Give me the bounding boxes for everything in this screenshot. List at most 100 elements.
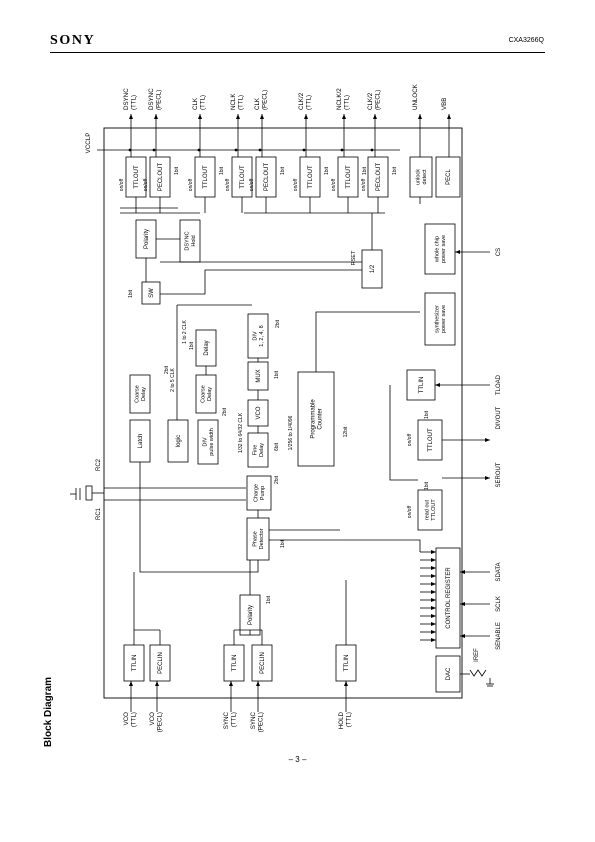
part-number: CXA3266Q	[508, 37, 544, 44]
rset-label: RSET	[351, 250, 357, 265]
arrow-right-icon	[485, 438, 490, 442]
peclin-vco-label: PECLIN	[158, 652, 164, 674]
arrow-right-icon	[431, 566, 436, 570]
div-1-2-4-8-label: DIV1, 2, 4, 8	[253, 325, 266, 346]
div-pulse-bit: 2bit	[222, 407, 228, 416]
dsync-hold-label: DSYNCHold	[185, 231, 198, 250]
logic-block-box	[167, 419, 189, 463]
wire	[389, 385, 418, 481]
top-pin-label-0: DSYNC(TTL)	[123, 88, 137, 110]
bit1-label-2: 1bit	[219, 166, 225, 175]
senable-label: SENABLE	[496, 622, 502, 650]
pecl-block-label: PECL	[446, 169, 452, 185]
arrow-right-icon	[431, 582, 436, 586]
top-pin-label-5: CLK/2(TTL)	[298, 92, 312, 110]
arrow-up-icon	[256, 681, 260, 686]
arrow-right-icon	[431, 630, 436, 634]
resistor-icon	[85, 485, 93, 501]
pecl-block-box	[435, 156, 461, 198]
top-pin-label-6: NCLK/2(TTL)	[336, 88, 350, 110]
arrow-up-icon	[344, 681, 348, 686]
control-register-box	[435, 547, 461, 649]
mux-block-label: MUX	[256, 369, 262, 382]
unlock-detect-label: unlockdetect	[416, 169, 429, 185]
arrow-up-icon	[373, 114, 377, 119]
arrow-right-icon	[431, 590, 436, 594]
arrow-up-icon	[236, 114, 240, 119]
arrow-up-icon	[229, 681, 233, 686]
arrow-right-icon	[431, 622, 436, 626]
arrow-up-icon	[304, 114, 308, 119]
arrow-up-icon	[418, 114, 422, 119]
bottom-pin-label-4: HOLD(TTL)	[338, 711, 352, 729]
arrow-up-icon	[155, 681, 159, 686]
wire	[315, 311, 420, 372]
arrow-left-icon	[455, 250, 460, 254]
charge-pump-label: ChargePump	[254, 484, 267, 502]
arrow-up-icon	[129, 114, 133, 119]
fine-delay-label: FineDelay	[253, 443, 266, 457]
sdata-label: SDATA	[496, 562, 502, 581]
serout-label: SEROUT	[496, 462, 502, 487]
out-buffer-4-label: PECLOUT	[264, 162, 270, 191]
divout-ttlout-label: TTLOUT	[428, 428, 434, 452]
ttlin-vco-label: TTLIN	[132, 655, 138, 672]
wire	[340, 539, 421, 552]
arrow-right-icon	[485, 476, 490, 480]
arrow-up-icon	[198, 114, 202, 119]
out-buffer-3-label: TTLOUT	[240, 165, 246, 189]
ttlin-hold-label: TTLIN	[344, 655, 350, 672]
delay-bit: 1bit	[189, 341, 195, 350]
iref-label: IREF	[474, 648, 480, 662]
synthesizer-power-save-label: synthesizerpower save	[435, 305, 448, 333]
arrow-left-icon	[460, 570, 465, 574]
bottom-pin-label-2: SYNC(TTL)	[223, 711, 237, 729]
top-pin-label-4: CLK(PECL)	[254, 90, 268, 110]
out-buffer-7-label: PECLOUT	[376, 162, 382, 191]
top-pin-label-7: CLK/2(PECL)	[367, 90, 381, 110]
rc1-label: RC1	[96, 507, 102, 520]
dac-block-box	[435, 655, 461, 693]
programmable-counter-label: ProgrammableCounter	[311, 399, 324, 439]
control-register-label: CONTROL REGISTER	[446, 567, 452, 629]
div-pulse-width-label: DIVpulse width	[203, 428, 216, 456]
top-pin-label-2: CLK(TTL)	[192, 95, 206, 110]
arrow-right-icon	[431, 606, 436, 610]
sclk-label: SCLK	[496, 596, 502, 612]
cs-label: CS	[496, 248, 502, 256]
arrow-right-icon	[431, 558, 436, 562]
ttlin-right-label: TTLIN	[419, 377, 425, 394]
page-number: – 3 –	[288, 755, 307, 764]
onoff-label-2: on/off	[188, 178, 194, 191]
latch-block-label: Latch	[138, 434, 144, 449]
coarse-delay-1-box	[129, 374, 151, 414]
out-buffer-5-label: TTLOUT	[308, 165, 314, 189]
bit1-label-4: 1bit	[280, 166, 286, 175]
top-pin-label-8: UNLOCK	[412, 83, 419, 110]
ttlin-sync-label: TTLIN	[232, 655, 238, 672]
bit1-label-1: 1bit	[174, 166, 180, 175]
mux-bit: 1bit	[274, 370, 280, 379]
onoff-label-0: on/off	[119, 178, 125, 191]
arrow-up-icon	[342, 114, 346, 119]
tload-label: TLOAD	[496, 374, 502, 395]
bottom-pin-label-0: VCO(TTL)	[123, 712, 137, 727]
onoff-label-1: on/off	[143, 178, 149, 191]
arrow-up-icon	[447, 114, 451, 119]
whole-chip-power-save-box	[424, 223, 456, 275]
onoff-label-7: on/off	[361, 178, 367, 191]
arrow-left-icon	[460, 602, 465, 606]
two-five-clk: 2 to 5 CLK	[170, 368, 176, 392]
synthesizer-power-save-box	[424, 292, 456, 346]
half-divider-label: 1/2	[370, 264, 376, 273]
one-two-clk: 1 to 2 CLK	[182, 320, 188, 344]
serout-bit: 1bit	[424, 481, 430, 490]
arrow-right-icon	[431, 550, 436, 554]
arrow-up-icon	[129, 681, 133, 686]
div-pulse-width-box	[197, 419, 219, 465]
onoff-label-6: on/off	[331, 178, 337, 191]
rc2-label: RC2	[96, 458, 102, 471]
arrow-right-icon	[431, 598, 436, 602]
coarse-delay-1-label: CoarseDelay	[135, 385, 148, 403]
peclin-sync-label: PECLIN	[260, 652, 266, 674]
